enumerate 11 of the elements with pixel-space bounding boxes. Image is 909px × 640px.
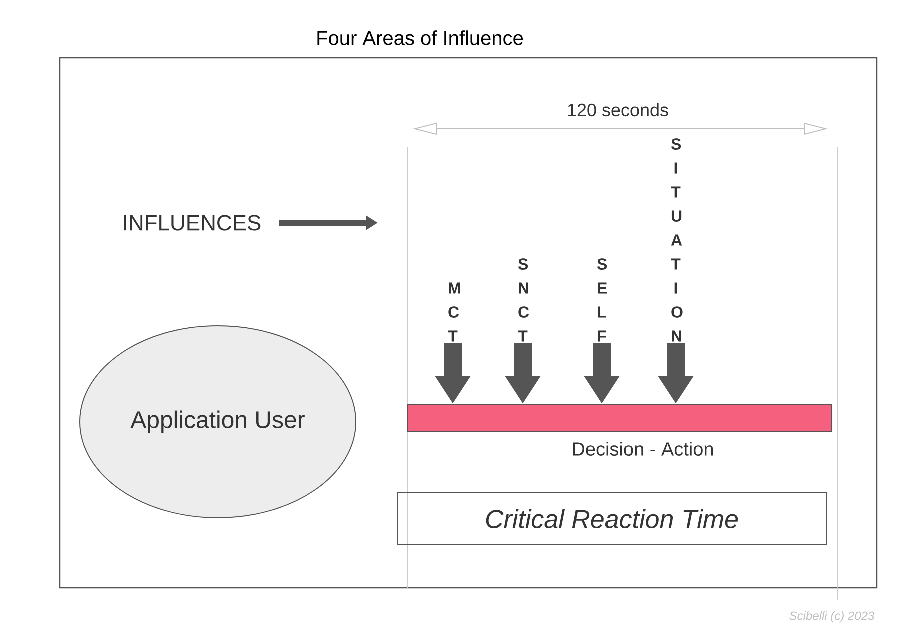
credit-text: Scibelli (c) 2023 [790, 611, 875, 623]
text-box: Critical Reaction Time [397, 492, 827, 546]
dimension-label: 120 seconds [568, 103, 668, 117]
vertical-label: S E L F [597, 258, 608, 342]
vertical-label: S I T U A T I O N [671, 138, 683, 342]
vertical-label: S N C T [518, 258, 530, 342]
title: Four Areas of Influence [318, 30, 524, 46]
bar-caption: Decision - Action [573, 442, 714, 456]
influences-label: INFLUENCES [124, 215, 261, 231]
vertical-label: M C T [448, 282, 460, 342]
timeline-bar [408, 404, 832, 432]
